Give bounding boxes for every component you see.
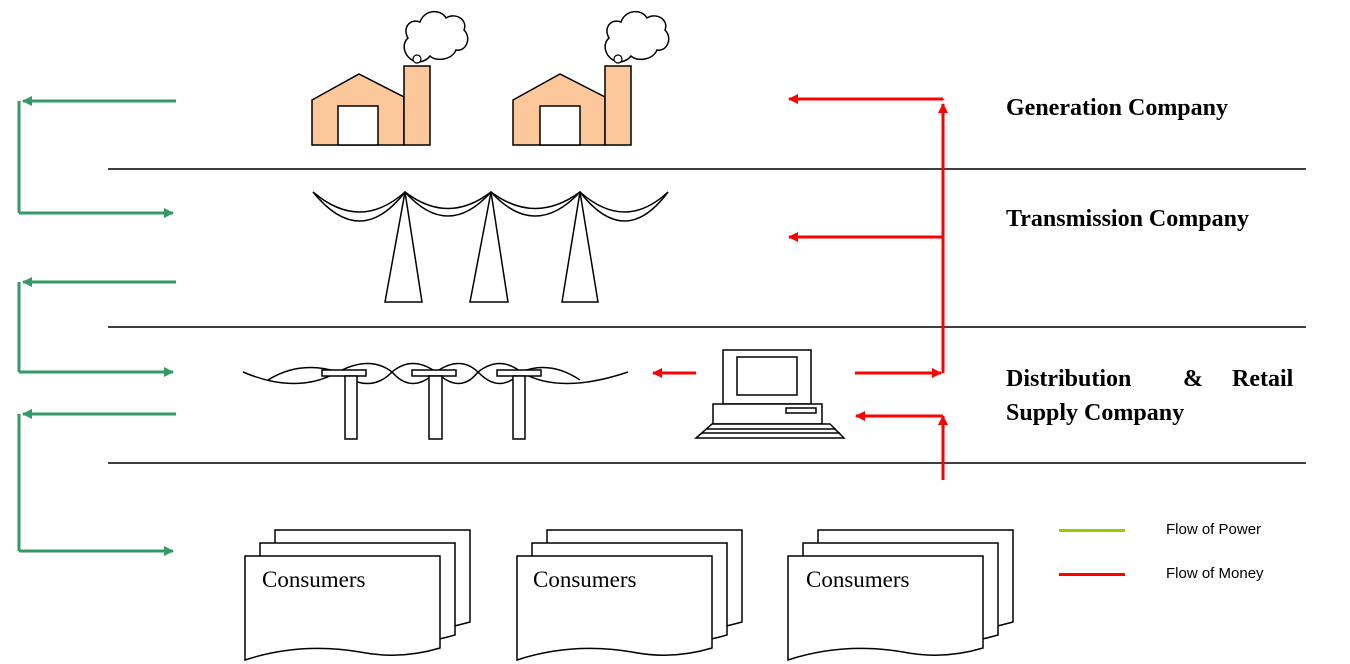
- distribution-pole-icon: [242, 362, 629, 440]
- money-flow-arrows: [652, 94, 948, 480]
- legend-swatch-power: [1059, 529, 1125, 532]
- power-flow-arrows: [17, 96, 176, 556]
- legend-label-money: Flow of Money: [1166, 565, 1264, 582]
- consumer-document-icon: Consumers: [787, 529, 1014, 662]
- tier-label-generation: Generation Company: [1006, 95, 1228, 121]
- tier-label-distribution-word: Distribution: [1006, 366, 1132, 392]
- legend-label-power: Flow of Power: [1166, 521, 1262, 538]
- consumer-label: Consumers: [806, 567, 910, 592]
- consumer-document-icon: Consumers: [244, 529, 471, 662]
- tier-label-ampersand: &: [1183, 366, 1203, 392]
- tier-label-supply-company: Supply Company: [1006, 400, 1185, 426]
- consumer-document-icon: Consumers: [516, 529, 743, 662]
- power-plant-icon: [512, 10, 670, 146]
- tier-dividers: [108, 168, 1306, 464]
- power-plant-icon: [311, 10, 469, 146]
- computer-icon: [694, 349, 846, 439]
- tier-label-retail-word: Retail: [1232, 366, 1294, 392]
- transmission-tower-icon: [312, 190, 669, 303]
- tier-label-transmission: Transmission Company: [1006, 206, 1249, 232]
- consumer-label: Consumers: [533, 567, 637, 592]
- consumer-label: Consumers: [262, 567, 366, 592]
- legend-swatch-money: [1059, 573, 1125, 576]
